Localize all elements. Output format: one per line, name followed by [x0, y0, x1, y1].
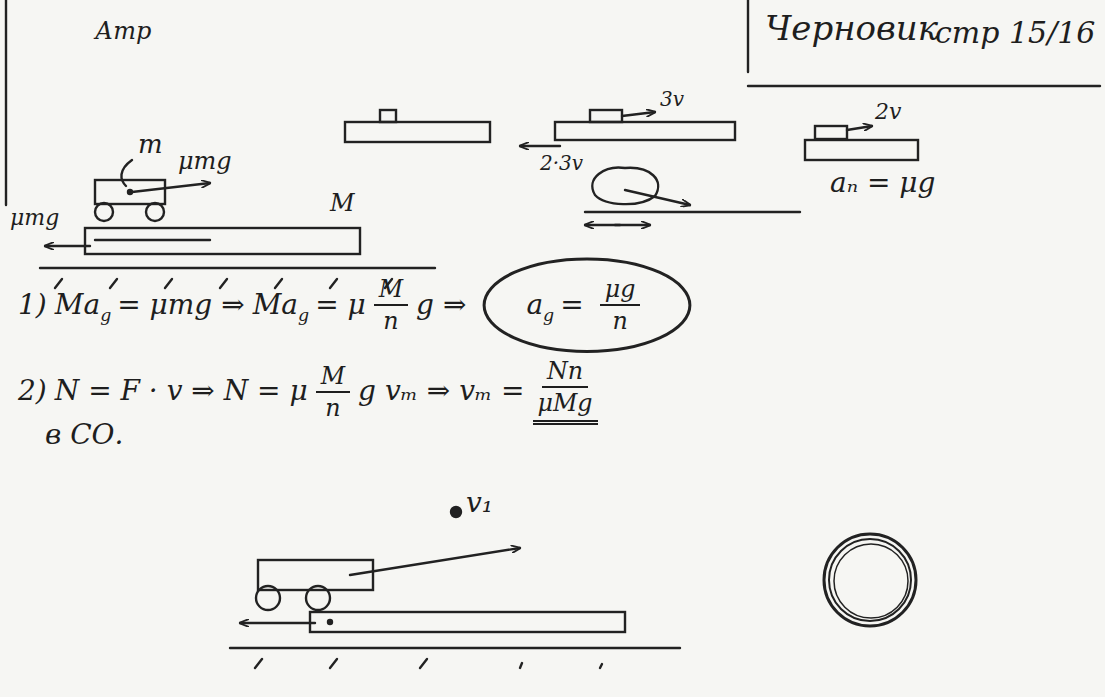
formula-line: 1)Mag= μmg ⇒Mag= μMng ⇒: [18, 276, 466, 334]
handwritten-note: стр 15/16: [935, 16, 1095, 49]
formula-text: n: [607, 306, 632, 334]
formula-text: g ⇒: [416, 290, 466, 321]
handwritten-note: 2·3v: [540, 152, 583, 174]
formula-text: a: [526, 290, 543, 321]
circled-result: ag = μgn: [482, 256, 692, 354]
formula-text: g: [298, 306, 309, 325]
formula-text: N = F · v ⇒ N = μ: [55, 376, 308, 407]
formula-text: n: [378, 306, 403, 334]
handwritten-note: M: [330, 190, 355, 216]
formula-text: M: [374, 276, 408, 306]
formula-text: g: [543, 306, 554, 325]
handwritten-note: 2v: [875, 100, 901, 124]
ellipse-outline: [482, 256, 692, 354]
formula-text: g vₘ ⇒ vₘ =: [358, 376, 524, 407]
formula-text: μMg: [533, 388, 598, 416]
formula-text: = μ: [315, 290, 366, 321]
formula-text: =: [560, 290, 583, 321]
fraction: Mn: [374, 276, 408, 334]
handwritten-note: μmg: [10, 206, 59, 230]
formula-text: n: [320, 393, 345, 421]
formula-text: = μmg ⇒: [117, 290, 244, 321]
formula-text: 2): [18, 376, 47, 407]
fraction: Mn: [316, 363, 350, 421]
handwritten-note: Атр: [95, 18, 151, 44]
handwritten-note: Черновик: [765, 10, 938, 47]
handwritten-note: 3v: [660, 88, 684, 110]
formula-text: Nn: [542, 358, 588, 388]
formula-line: 2) N = F · v ⇒ N = μ Mn g vₘ ⇒ vₘ = NnμMg: [18, 358, 606, 425]
handwritten-note: aₙ = μg: [830, 168, 935, 199]
formula-text: Ma: [253, 290, 298, 321]
formula-text: M: [316, 363, 350, 393]
formula-text: g: [100, 306, 111, 325]
handwritten-note: m: [138, 130, 163, 159]
handwritten-note: v₁: [466, 488, 493, 519]
formula-text: 1): [18, 290, 47, 321]
formula-text: μg: [600, 276, 641, 306]
handwritten-note: μmg: [178, 148, 232, 174]
fraction: NnμMg: [533, 358, 598, 425]
fraction: μgn: [600, 276, 641, 334]
handwritten-note: в СО.: [45, 420, 123, 451]
formula-text: Ma: [55, 290, 100, 321]
